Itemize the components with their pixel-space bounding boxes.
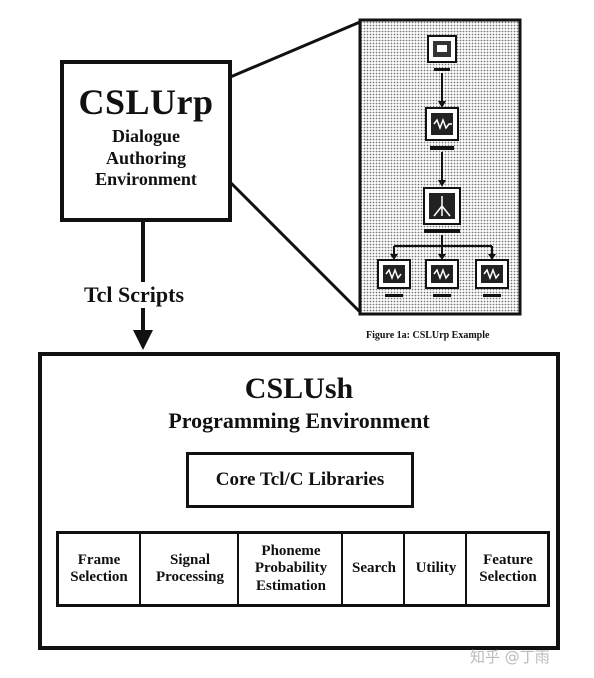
figure-node-leaf-3 <box>475 259 509 297</box>
zoom-line-bottom <box>226 178 362 314</box>
figure-node-start <box>427 35 457 71</box>
figure-node-leaf-2 <box>425 259 459 297</box>
figure-node-branch <box>423 187 461 233</box>
connector-label: Tcl Scripts <box>82 282 187 308</box>
csslush-subtitle: Programming Environment <box>168 408 430 433</box>
library-search: Search <box>341 533 405 605</box>
library-feature-selection: Feature Selection <box>465 533 549 605</box>
figure-node-middle <box>425 107 459 150</box>
csslurp-line-2: Authoring <box>105 147 186 168</box>
csslurp-line-3: Environment <box>95 169 197 190</box>
library-frame-selection: Frame Selection <box>70 551 128 585</box>
connector-arrowhead <box>133 330 153 350</box>
csslush-title: CSLUsh <box>244 372 354 405</box>
csslurp-line-1: Dialogue <box>111 126 180 146</box>
library-signal-processing: Signal Processing <box>139 533 239 605</box>
zoom-line-top <box>227 20 361 80</box>
library-row <box>56 531 550 607</box>
figure-node-leaf-1 <box>377 259 411 297</box>
watermark: 知乎 @丁雨 <box>470 648 550 666</box>
core-libraries-label: Core Tcl/C Libraries <box>215 469 385 490</box>
figure-caption: Figure 1a: CSLUrp Example <box>366 330 490 341</box>
csslurp-box: CSLUrp Dialogue Authoring Environment <box>60 60 232 222</box>
core-libraries-box: Core Tcl/C Libraries <box>186 452 414 508</box>
csslurp-title: CSLUrp <box>78 82 214 122</box>
library-phoneme-probability-estimation: Phoneme Probability Estimation <box>237 533 343 605</box>
library-utility: Utility <box>403 533 467 605</box>
